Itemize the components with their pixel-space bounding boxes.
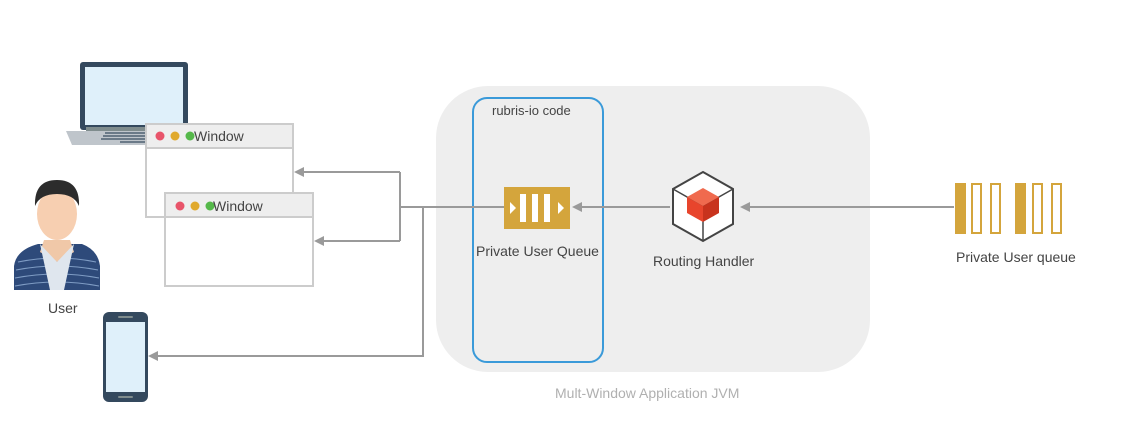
window-close-dot [155,131,165,141]
window-close-dot [175,201,185,211]
window-maximize-dot [205,201,215,211]
user-avatar-icon [14,180,100,290]
connector-to-phone [148,207,424,361]
rubris-io-code-container [472,97,604,363]
user-label: User [48,300,78,316]
connectors [148,167,954,361]
external-queue-label: Private User queue [956,249,1076,265]
queue-icon [504,187,570,229]
routing-cube-icon [672,170,734,243]
browser-window-2 [164,192,314,287]
window-minimize-dot [190,201,200,211]
code-container-label: rubris-io code [492,103,571,118]
window-maximize-dot [185,131,195,141]
router-label: Routing Handler [653,253,755,269]
jvm-label: Mult-Window Application JVM [555,385,740,401]
smartphone-icon [103,312,148,402]
queue-label: Private User Queue [476,243,599,259]
window-title-2: Window [213,198,263,214]
window-title-1: Window [194,128,244,144]
external-queue-icon [955,183,1062,234]
jvm-region [436,86,870,372]
window-minimize-dot [170,131,180,141]
